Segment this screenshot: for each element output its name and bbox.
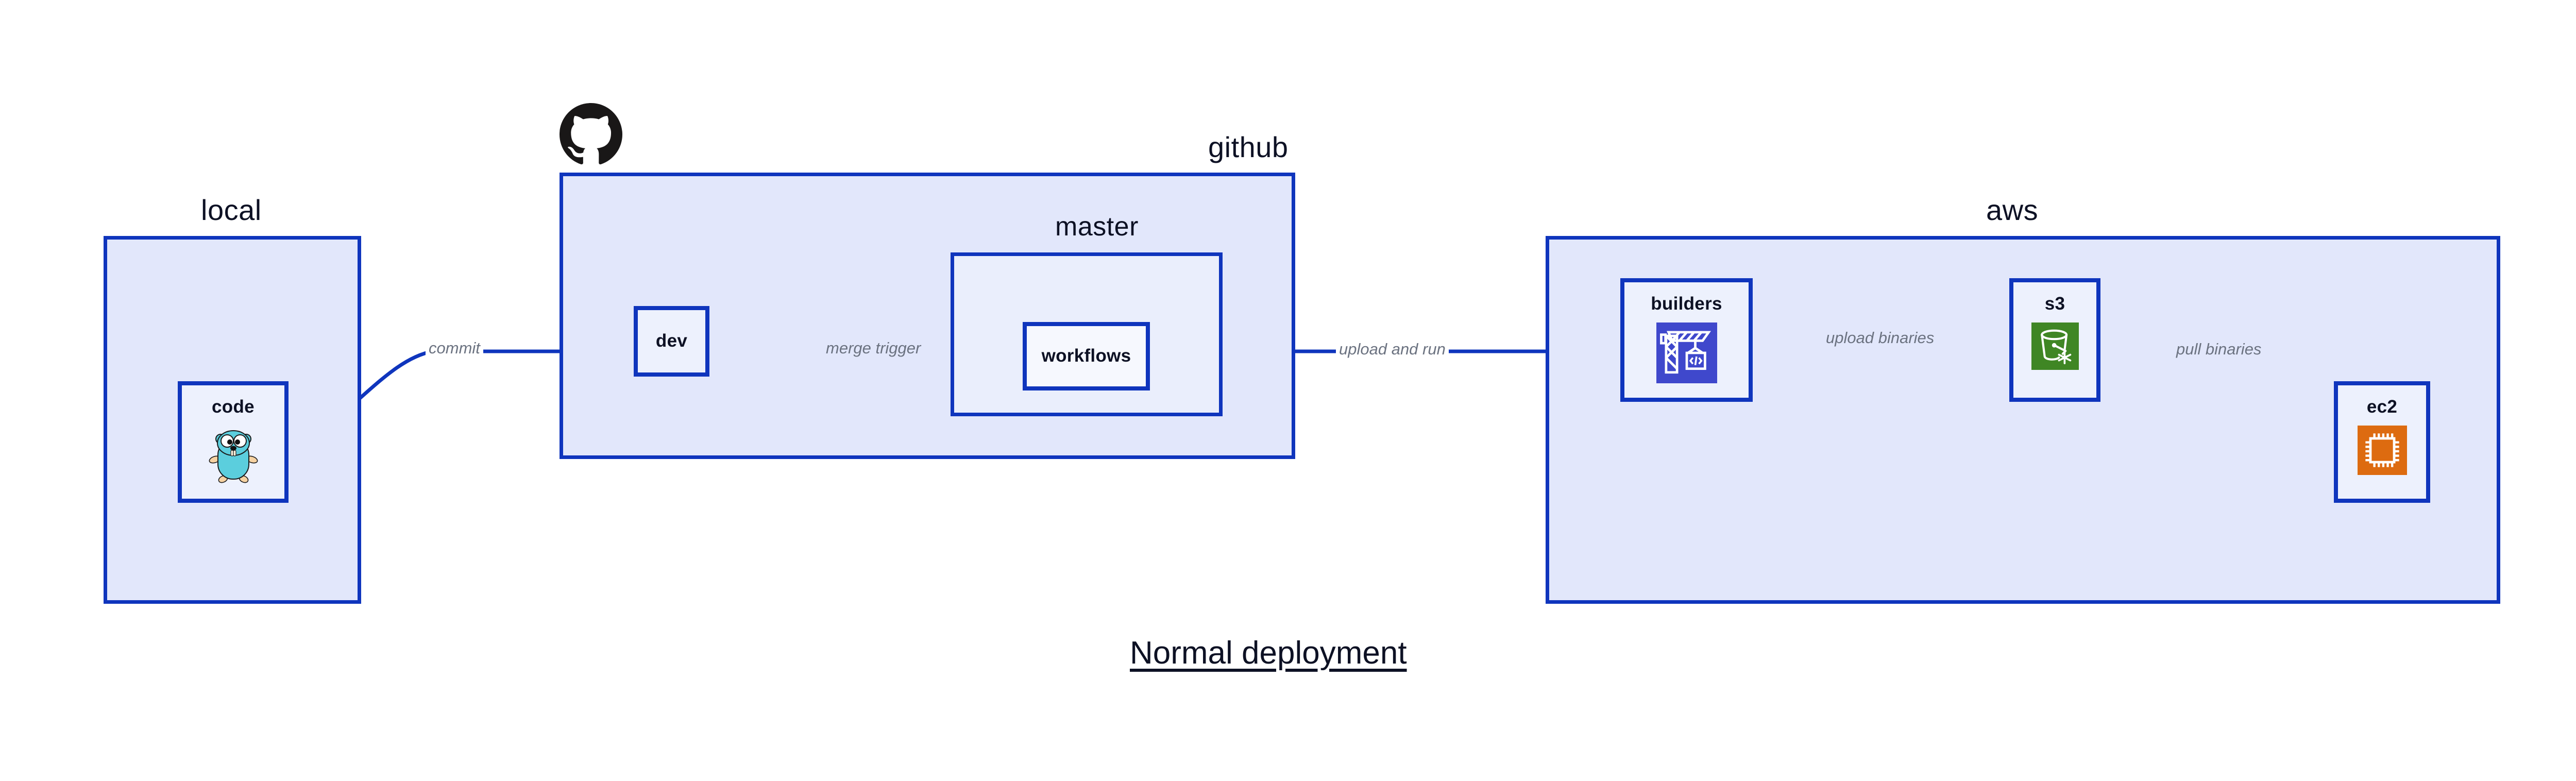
node-builders[interactable]: builders [1620,278,1753,402]
group-label-github: github [1208,131,1289,163]
node-label-dev: dev [655,331,688,351]
node-dev[interactable]: dev [634,306,709,377]
group-label-aws: aws [1986,194,2039,226]
aws-ec2-chip-icon [2357,426,2407,475]
aws-codebuild-icon [1656,322,1717,383]
node-label-s3: s3 [2044,294,2065,314]
edge-label-merge-trigger: merge trigger [823,339,924,358]
node-code[interactable]: code [178,381,289,503]
github-octocat-logo [560,103,622,166]
node-workflows[interactable]: workflows [1023,322,1150,390]
node-ec2[interactable]: ec2 [2334,381,2430,503]
node-label-workflows: workflows [1041,346,1131,366]
node-s3[interactable]: s3 [2009,278,2100,402]
node-label-code: code [212,397,255,417]
edge-label-upload-binaries: upload binaries [1823,329,1938,347]
aws-s3-bucket-icon [2031,322,2079,370]
group-label-local: local [201,194,262,226]
node-label-builders: builders [1651,294,1722,314]
go-gopher-icon [208,426,259,485]
node-label-ec2: ec2 [2366,397,2398,417]
diagram-title: Normal deployment [1130,635,1407,671]
edge-label-pull-binaries: pull binaries [2173,340,2265,359]
group-label-master: master [1055,212,1139,242]
edge-label-upload-and-run: upload and run [1336,340,1449,359]
edge-label-commit: commit [426,339,483,358]
